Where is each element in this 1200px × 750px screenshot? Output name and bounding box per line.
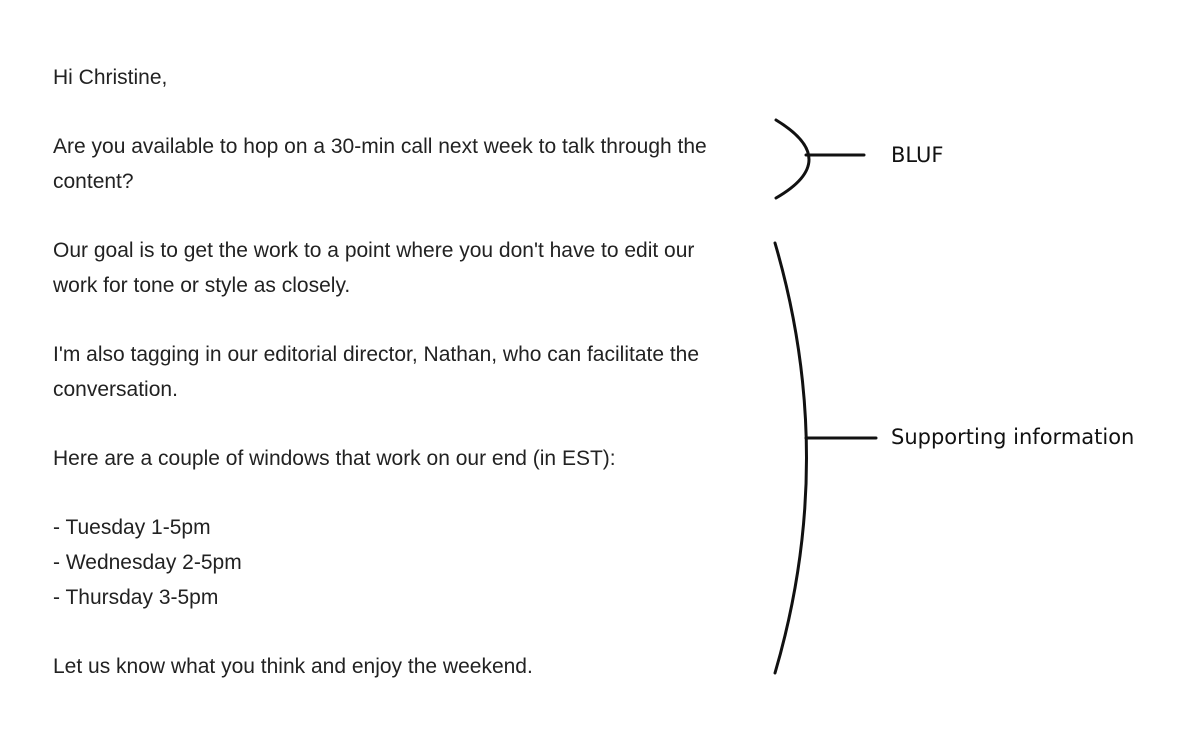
supporting-information-label: Supporting information	[891, 425, 1135, 449]
email-greeting: Hi Christine,	[53, 66, 168, 89]
availability-item: Tuesday 1-5pm	[53, 510, 713, 545]
email-bluf-paragraph: Are you available to hop on a 30-min cal…	[53, 135, 707, 193]
email-body: Hi Christine, Are you available to hop o…	[53, 60, 713, 684]
bluf-bracket	[774, 118, 811, 200]
availability-item: Wednesday 2-5pm	[53, 545, 713, 580]
availability-list: Tuesday 1-5pm Wednesday 2-5pm Thursday 3…	[53, 510, 713, 615]
bluf-label: BLUF	[891, 143, 944, 167]
email-windows-intro: Here are a couple of windows that work o…	[53, 447, 616, 470]
email-closing: Let us know what you think and enjoy the…	[53, 655, 533, 678]
support-bracket	[773, 241, 808, 675]
email-goal-paragraph: Our goal is to get the work to a point w…	[53, 239, 695, 297]
availability-item: Thursday 3-5pm	[53, 580, 713, 615]
email-tagging-paragraph: I'm also tagging in our editorial direct…	[53, 343, 700, 401]
